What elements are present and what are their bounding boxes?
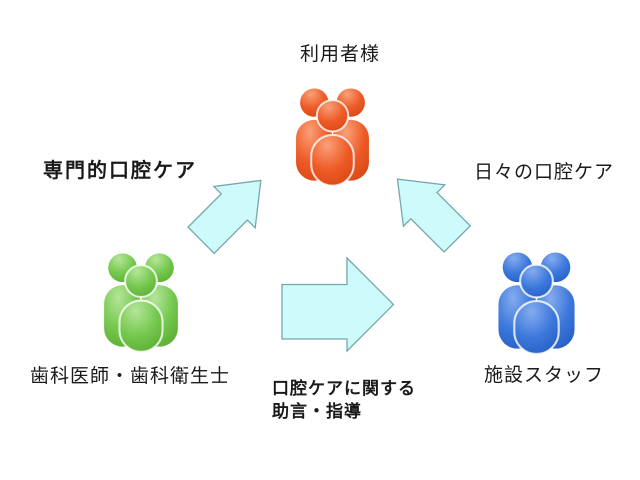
advice-guidance-label-line2: 助言・指導 <box>272 402 362 421</box>
dental-staff-label: 歯科医師・歯科衛生士 <box>30 366 231 387</box>
front-person <box>118 264 164 353</box>
arrow-professional-care <box>187 179 262 255</box>
arrow-advice-guidance <box>281 256 395 353</box>
front-person <box>310 99 355 187</box>
facility-staff-label: 施設スタッフ <box>484 365 605 386</box>
daily-care-label: 日々の口腔ケア <box>474 162 615 183</box>
users-label: 利用者様 <box>299 44 380 65</box>
users-group-icon <box>296 88 369 187</box>
advice-guidance-label-line1: 口腔ケアに関する <box>272 379 416 398</box>
arrow-daily-care <box>396 178 472 253</box>
advice-guidance-label: 口腔ケアに関する 助言・指導 <box>272 377 416 423</box>
facility-staff-group-icon <box>498 252 575 355</box>
dental-staff-group-icon <box>104 253 178 353</box>
front-person <box>513 263 560 355</box>
professional-care-label: 専門的口腔ケア <box>43 160 197 182</box>
